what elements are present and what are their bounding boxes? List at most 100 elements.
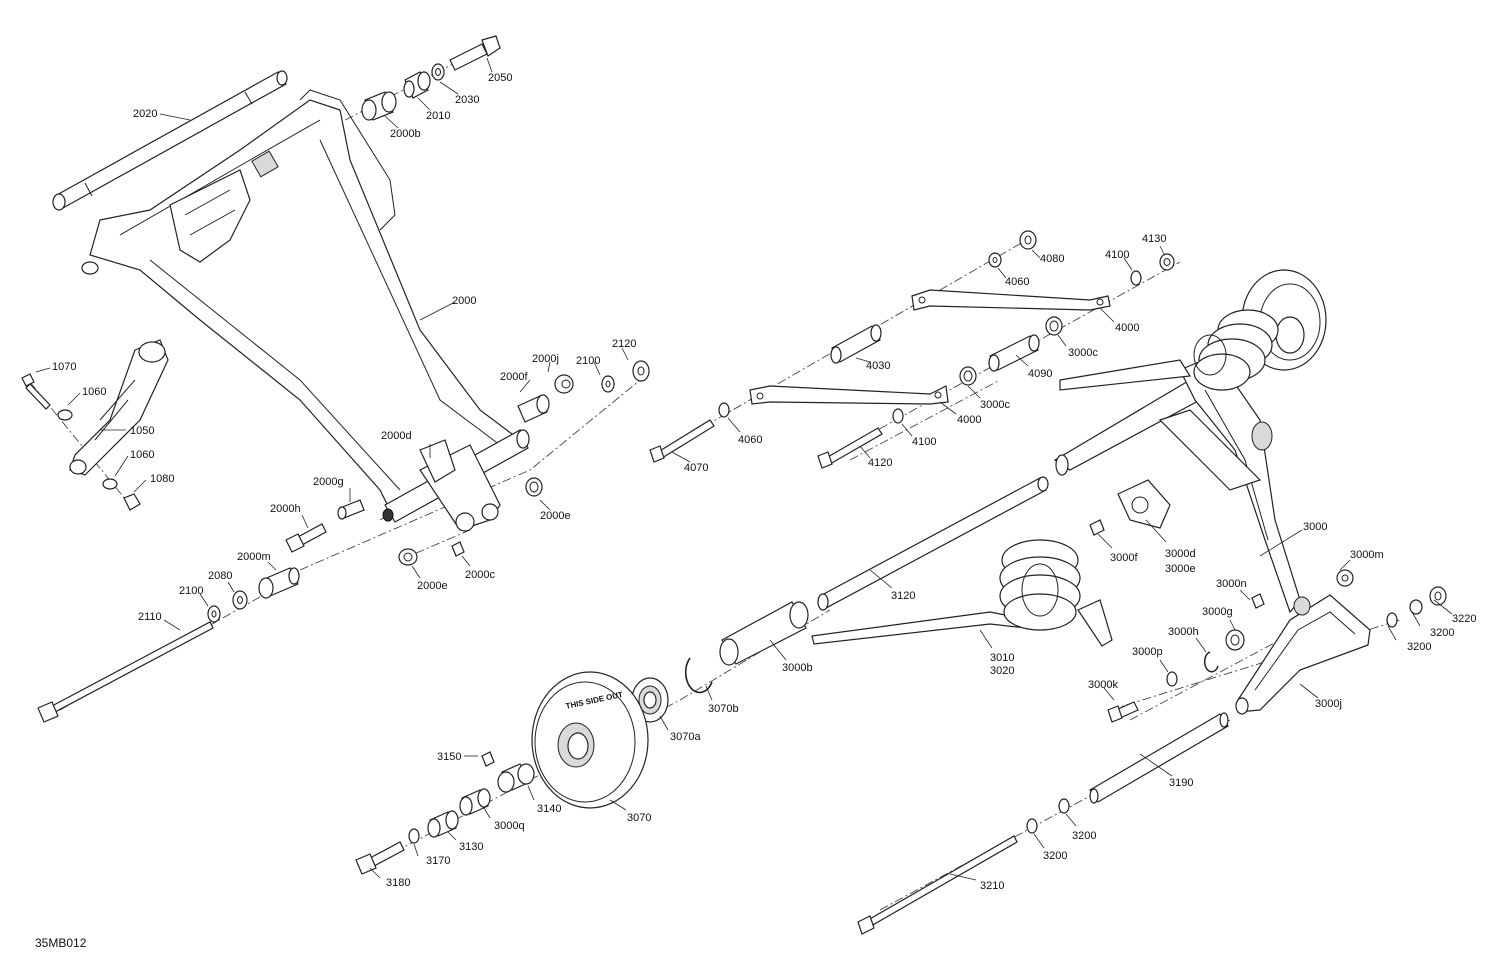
label-4120: 4120 [868,457,892,469]
washer-4100b [892,408,904,424]
label-3000q: 3000q [494,820,525,832]
block-3000d [1117,479,1171,529]
fitting-3150 [481,751,495,767]
label-2030: 2030 [455,94,479,106]
bolt-4070 [649,419,715,463]
label-4100a: 4100 [1105,249,1129,261]
label-3130: 3130 [459,841,483,853]
fitting-3000n [1251,593,1265,609]
bushing-3000c-upper [1045,316,1063,336]
label-3000m: 3000m [1350,549,1384,561]
label-1050: 1050 [130,425,154,437]
label-3190: 3190 [1169,777,1193,789]
label-4060b: 4060 [738,434,762,446]
label-3210: 3210 [980,880,1004,892]
label-2000j: 2000j [532,353,559,365]
bushing-2000b [361,91,397,121]
label-3000c1: 3000c [1068,347,1098,359]
washer-4060a [988,252,1002,268]
washer-4060b [718,402,730,418]
bushing-2010 [403,71,431,99]
label-4080: 4080 [1040,253,1064,265]
fitting-3000f [1089,519,1105,536]
link-4000-lower [749,385,949,405]
label-3000e: 3000e [1165,563,1196,575]
bushing-2000m [258,567,300,599]
figure-id: 35MB012 [35,936,87,950]
nut-1080 [123,493,141,511]
label-3070b: 3070b [708,703,739,715]
label-3200c: 3200 [1072,830,1096,842]
leader-lines [35,57,1453,881]
label-3000j: 3000j [1315,698,1342,710]
bushing-3130 [427,810,459,838]
label-2000f: 2000f [500,371,528,383]
label-2000d: 2000d [381,430,412,442]
label-3180: 3180 [386,877,410,889]
label-3200a: 3200 [1430,627,1454,639]
label-3070a: 3070a [670,731,701,743]
circlip-3070b [684,657,713,694]
label-2000g: 2000g [313,476,344,488]
bushing-2000e-right [525,477,543,497]
label-2110: 2110 [138,611,162,623]
washer-2100b [207,605,221,623]
label-3020: 3020 [990,665,1014,677]
label-2000h: 2000h [270,503,301,515]
bushing-3140 [497,763,535,793]
label-3200b: 3200 [1407,641,1431,653]
label-2050: 2050 [488,72,512,84]
rear-arm-assembly: THIS SIDE OUT [355,230,1447,935]
label-4090: 4090 [1028,368,1052,380]
label-3000n: 3000n [1216,578,1247,590]
washer-2030 [431,63,445,81]
washer-3200a [1386,612,1398,628]
label-2010: 2010 [426,110,450,122]
label-4060a: 4060 [1005,276,1029,288]
tube-3000b [719,601,809,666]
washer-2100a [601,375,615,393]
washer-1060a [57,409,73,421]
label-1060b: 1060 [130,449,154,461]
part-labels: 2050 2030 2010 2000b 2020 2000 2000j 210… [35,72,1476,950]
label-3200d: 3200 [1043,850,1067,862]
label-3000c2: 3000c [980,399,1010,411]
washer-1060b [102,478,118,490]
bolt-3000k [1107,701,1139,723]
rod-3210 [857,835,1018,935]
spacer-4030 [830,324,882,364]
washer-3200d [1026,818,1038,834]
circlip-3000h [1203,651,1219,673]
nut-4130 [1159,253,1175,271]
label-4070: 4070 [684,462,708,474]
bracket-1050 [69,339,169,476]
label-2000m: 2000m [237,551,271,563]
label-4130: 4130 [1142,233,1166,245]
bolt-2050 [449,35,501,71]
label-3000k: 3000k [1088,679,1118,691]
nut-4080 [1019,230,1037,250]
rear-arm-3000 [1053,354,1301,614]
bushing-3000g [1225,629,1245,651]
label-3140: 3140 [537,803,561,815]
nut-2120 [632,360,650,382]
label-1060a: 1060 [82,386,106,398]
bolt-3180 [355,841,405,875]
label-3000d: 3000d [1165,548,1196,560]
spacer-4090 [988,334,1040,372]
label-2020: 2020 [133,108,157,120]
label-3010: 3010 [990,652,1014,664]
label-3000g: 3000g [1202,606,1233,618]
label-3070: 3070 [627,812,651,824]
label-3220: 3220 [1452,613,1476,625]
shaft-2020 [52,70,288,211]
label-1080: 1080 [150,473,174,485]
spring-upper [1193,309,1279,391]
label-3000: 3000 [1303,521,1327,533]
label-4000b: 4000 [957,414,981,426]
washer-3200c [1058,798,1070,814]
washer-2080 [232,590,248,610]
label-3150: 3150 [437,751,461,763]
nut-3220 [1429,586,1447,606]
